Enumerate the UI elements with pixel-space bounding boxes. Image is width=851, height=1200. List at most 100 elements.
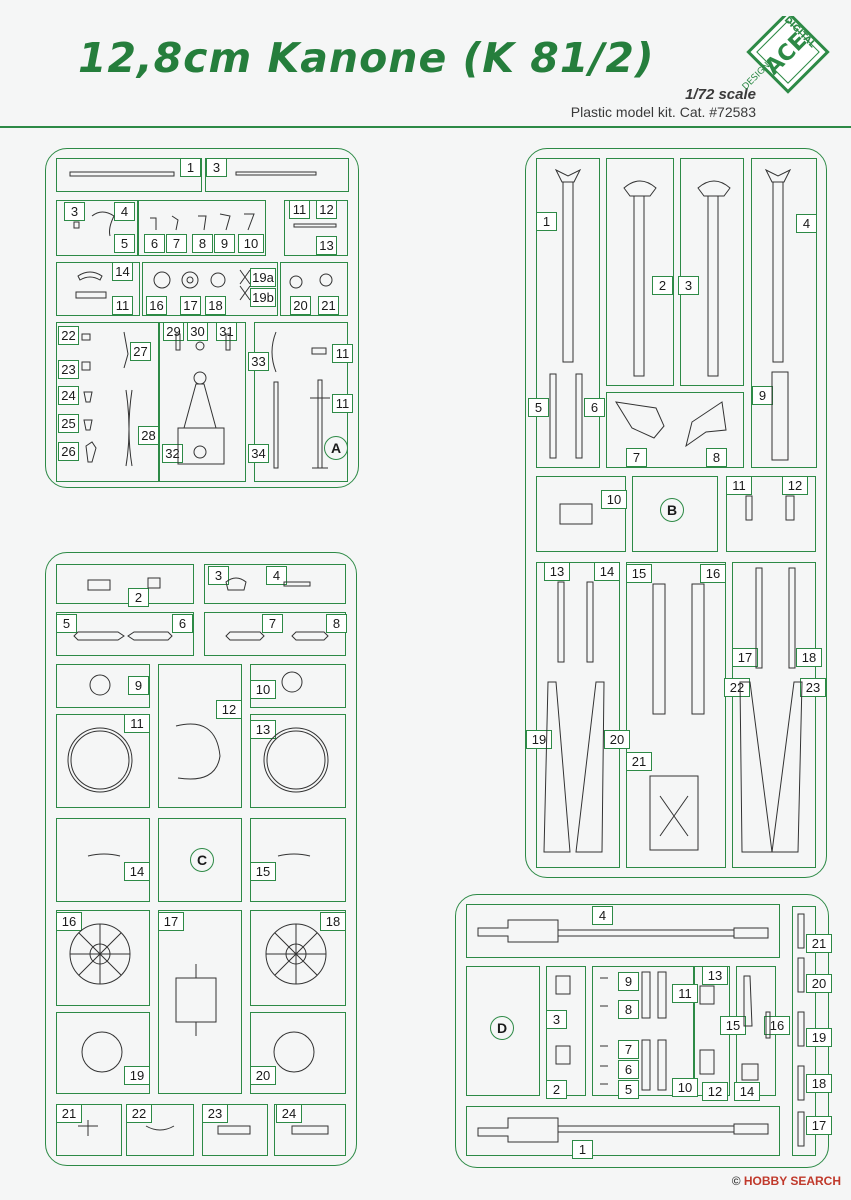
part-number: 1 <box>572 1140 593 1159</box>
part-number: 12 <box>216 700 242 719</box>
sprue-a-cell <box>56 262 140 316</box>
scale-label: 1/72 scale <box>685 86 756 103</box>
part-number: 6 <box>144 234 165 253</box>
part-number: 26 <box>58 442 79 461</box>
part-number: 15 <box>720 1016 746 1035</box>
part-number: 16 <box>146 296 167 315</box>
part-number: 17 <box>158 912 184 931</box>
part-number: 3 <box>546 1010 567 1029</box>
sprue-b-cell <box>606 392 744 468</box>
part-number: 3 <box>206 158 227 177</box>
part-number: 31 <box>216 322 237 341</box>
part-number: 8 <box>706 448 727 467</box>
sprue-c-cell <box>204 564 346 604</box>
sprue-c-cell <box>204 612 346 656</box>
part-number: 19a <box>250 268 276 287</box>
part-number: 11 <box>289 200 310 219</box>
part-number: 11 <box>124 714 150 733</box>
part-number: 10 <box>250 680 276 699</box>
part-number: 24 <box>58 386 79 405</box>
part-number: 6 <box>584 398 605 417</box>
part-number: 7 <box>262 614 283 633</box>
part-number: 20 <box>806 974 832 993</box>
part-number: 11 <box>112 296 133 315</box>
sprue-c-cell <box>56 1104 122 1156</box>
part-number: 18 <box>806 1074 832 1093</box>
part-number: 27 <box>130 342 151 361</box>
part-number: 14 <box>124 862 150 881</box>
part-number: 8 <box>618 1000 639 1019</box>
sprue-b-frame <box>525 148 827 878</box>
part-number: 15 <box>250 862 276 881</box>
part-number: 4 <box>266 566 287 585</box>
part-number: 10 <box>238 234 264 253</box>
sprue-label-b: B <box>660 498 684 522</box>
part-number: 7 <box>626 448 647 467</box>
part-number: 20 <box>604 730 630 749</box>
part-number: 9 <box>752 386 773 405</box>
part-number: 11 <box>332 344 353 363</box>
header-rule <box>0 126 851 128</box>
catalog-label: Plastic model kit. Cat. #72583 <box>570 104 756 120</box>
sprue-d-cell <box>466 904 780 958</box>
part-number: 18 <box>320 912 346 931</box>
sprue-b-cell <box>626 562 726 868</box>
watermark: © HOBBY SEARCH <box>731 1174 841 1188</box>
part-number: 1 <box>180 158 201 177</box>
part-number: 9 <box>618 972 639 991</box>
sprue-c-cell <box>250 1012 346 1094</box>
sprue-b-cell <box>726 476 816 552</box>
part-number: 19 <box>806 1028 832 1047</box>
part-number: 8 <box>326 614 347 633</box>
part-number: 23 <box>202 1104 228 1123</box>
sprue-c-cell <box>158 664 242 808</box>
sprue-c-cell <box>56 1012 150 1094</box>
part-number: 18 <box>796 648 822 667</box>
part-number: 4 <box>114 202 135 221</box>
sprue-b-cell <box>536 158 600 468</box>
part-number: 33 <box>248 352 269 371</box>
part-number: 11 <box>672 984 698 1003</box>
part-number: 20 <box>290 296 311 315</box>
part-number: 19b <box>250 288 276 307</box>
part-number: 4 <box>592 906 613 925</box>
part-number: 14 <box>594 562 620 581</box>
part-number: 12 <box>782 476 808 495</box>
part-number: 34 <box>248 444 269 463</box>
sprue-b-cell <box>732 562 816 868</box>
part-number: 4 <box>796 214 817 233</box>
part-number: 14 <box>112 262 133 281</box>
sprue-b-cell <box>632 476 718 552</box>
part-number: 11 <box>332 394 353 413</box>
part-number: 22 <box>724 678 750 697</box>
part-number: 16 <box>56 912 82 931</box>
part-number: 16 <box>700 564 726 583</box>
sprue-d-cell <box>592 966 694 1096</box>
part-number: 10 <box>601 490 627 509</box>
sprue-b-cell <box>680 158 744 386</box>
sprue-a-cell <box>56 322 160 482</box>
sprue-c-cell <box>56 564 194 604</box>
part-number: 3 <box>208 566 229 585</box>
sprue-d-cell <box>466 966 540 1096</box>
sprue-c-cell <box>250 714 346 808</box>
part-number: 5 <box>618 1080 639 1099</box>
svg-text:DESIGN: DESIGN <box>741 61 773 93</box>
part-number: 11 <box>726 476 752 495</box>
part-number: 17 <box>180 296 201 315</box>
sprue-c-cell <box>126 1104 194 1156</box>
part-number: 1 <box>536 212 557 231</box>
sprue-a-cell <box>56 200 138 256</box>
sprue-a-cell <box>56 158 202 192</box>
part-number: 20 <box>250 1066 276 1085</box>
sprue-a-cell <box>138 200 266 256</box>
sprue-b-cell <box>536 476 626 552</box>
sprue-c-cell <box>250 818 346 902</box>
part-number: 21 <box>626 752 652 771</box>
part-number: 5 <box>528 398 549 417</box>
part-number: 19 <box>124 1066 150 1085</box>
part-number: 12 <box>702 1082 728 1101</box>
sprue-label-a: A <box>324 436 348 460</box>
sprue-b-cell <box>536 562 620 868</box>
part-number: 9 <box>128 676 149 695</box>
